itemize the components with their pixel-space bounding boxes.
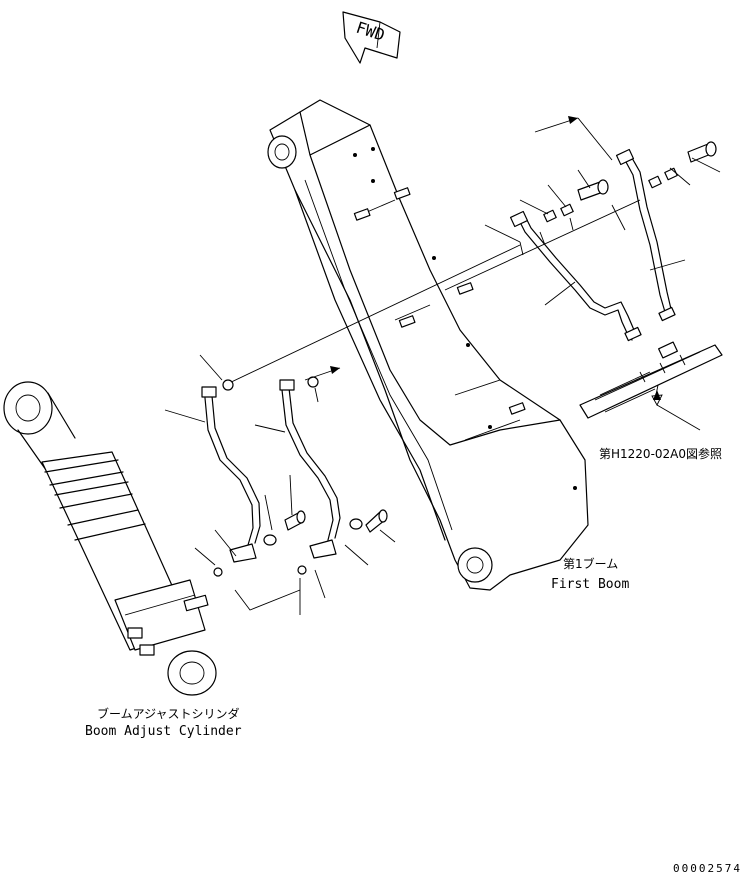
fwd-arrow: FWD (342, 11, 401, 64)
boom-label-en: First Boom (551, 577, 629, 592)
first-boom (267, 99, 589, 591)
leader-line-left (224, 244, 521, 386)
boom-label-jp: 第1ブーム (563, 556, 618, 571)
cylinder-label-en: Boom Adjust Cylinder (85, 724, 242, 739)
cylinder-label-jp: ブームアジャストシリンダ (97, 706, 240, 721)
reference-label: 第H1220-02A0図参照 (599, 446, 722, 461)
upper-hose-assembly (484, 116, 721, 342)
boom-adjust-cylinder (3, 381, 217, 696)
lower-hose-assembly (164, 354, 396, 615)
leader-line-right (444, 199, 641, 291)
boom-foot-pin (457, 547, 493, 583)
reference-bracket (579, 341, 723, 431)
cylinder-bottom-eye (167, 650, 217, 696)
cylinder-rod-eye (3, 381, 53, 435)
boom-tip-pin (267, 135, 297, 169)
drawing-code: 00002574 (673, 862, 742, 875)
